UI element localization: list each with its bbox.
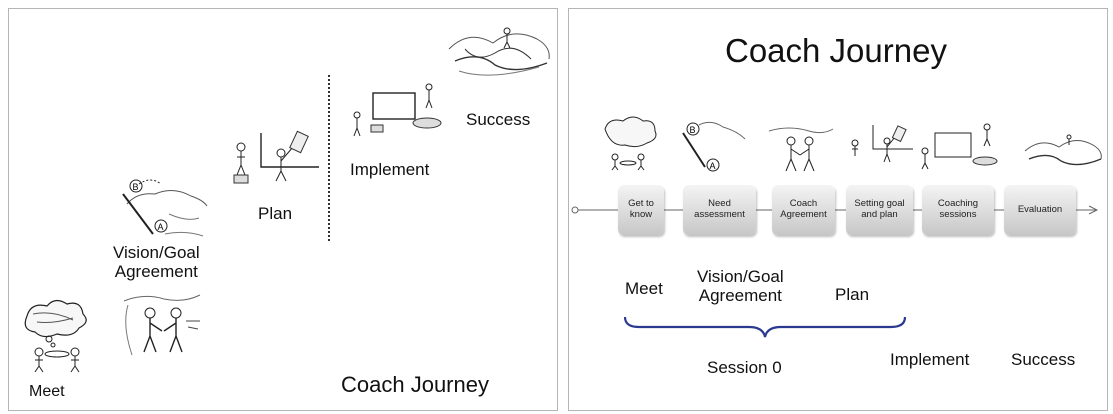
session-label: Session 0 <box>707 358 782 377</box>
svg-text:A: A <box>710 161 716 171</box>
get-to-know-sketch <box>604 116 657 171</box>
coaching-sessions-sketch <box>921 123 998 170</box>
stage-get-to-know: Get to know <box>618 185 664 235</box>
success-label: Success <box>1011 350 1076 369</box>
success-sketch <box>448 27 550 76</box>
meet-label: Meet <box>625 279 663 298</box>
left-panel: B A Meet Vision/Goal Agreement Plan Impl… <box>8 8 558 411</box>
stage-need-assessment: Need assessment <box>683 185 756 235</box>
plan-label: Plan <box>835 285 870 304</box>
stage-setting-goal: Setting goal and plan <box>846 185 913 235</box>
success-label: Success <box>466 110 531 129</box>
plan-label: Plan <box>258 204 293 223</box>
svg-text:A: A <box>158 222 164 232</box>
vision-goal-label: Vision/Goal Agreement <box>697 267 784 306</box>
left-title: Coach Journey <box>341 372 489 397</box>
handshake-sketch <box>123 294 201 356</box>
stage-evaluation: Evaluation <box>1004 185 1076 235</box>
svg-text:B: B <box>690 125 696 135</box>
plan-sketch <box>233 130 319 184</box>
dotted-divider <box>328 75 330 241</box>
stage-coach-agreement: Coach Agreement <box>772 185 835 235</box>
implement-label: Implement <box>350 160 430 179</box>
evaluation-sketch <box>1024 134 1102 166</box>
stage-coaching-sessions: Coaching sessions <box>922 185 994 235</box>
coach-agreement-sketch <box>768 127 834 172</box>
need-assessment-sketch: B A <box>682 121 746 172</box>
setting-goal-sketch <box>851 125 913 163</box>
implement-label: Implement <box>890 350 970 369</box>
meet-label: Meet <box>29 383 65 400</box>
svg-text:B: B <box>133 182 139 192</box>
right-panel: Coach Journey B A Get to <box>568 8 1108 411</box>
session-brace <box>623 316 907 338</box>
vision-goal-sketch: B A <box>122 179 208 237</box>
right-title: Coach Journey <box>725 32 947 69</box>
meet-sketch <box>24 299 87 373</box>
implement-sketch <box>353 83 442 137</box>
vision-goal-label: Vision/Goal Agreement <box>113 243 200 282</box>
